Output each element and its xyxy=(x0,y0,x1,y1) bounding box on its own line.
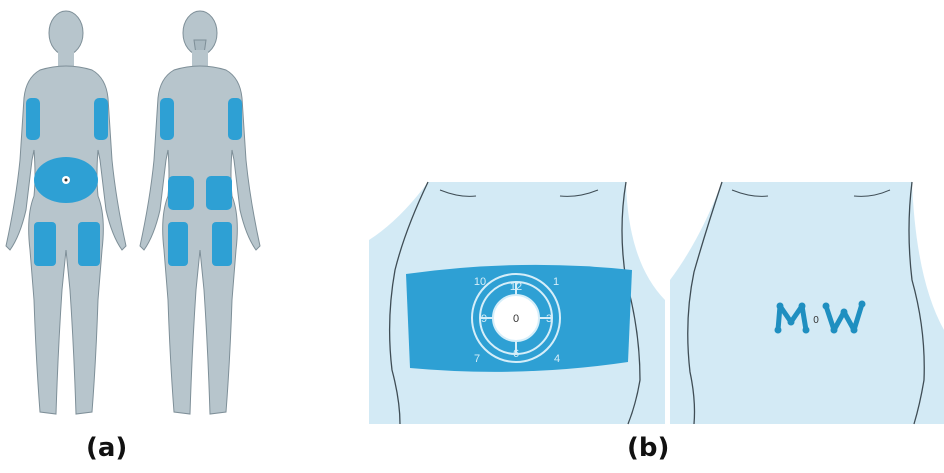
site-back-thigh-right xyxy=(168,222,188,266)
clock-tick-6: 6 xyxy=(513,348,519,360)
site-buttock-right xyxy=(168,176,194,210)
site-buttock-left xyxy=(206,176,232,210)
site-back-arm-right xyxy=(160,98,174,140)
clock-tick-12: 12 xyxy=(510,281,522,293)
clock-tick-10: 10 xyxy=(474,276,486,288)
caption-a: (a) xyxy=(86,433,127,463)
clock-tick-1: 1 xyxy=(553,276,559,288)
site-upper-arm-left xyxy=(94,98,108,140)
site-back-thigh-left xyxy=(212,222,232,266)
clock-tick-7: 7 xyxy=(474,353,480,365)
caption-b: (b) xyxy=(627,433,669,463)
site-back-arm-left xyxy=(228,98,242,140)
figure-front xyxy=(6,11,126,414)
clock-tick-4: 4 xyxy=(554,353,560,365)
panel-mw-pattern: 0 xyxy=(670,182,944,424)
clock-center-label: 0 xyxy=(513,313,519,325)
site-upper-arm-right xyxy=(26,98,40,140)
mw-center-label: 0 xyxy=(813,315,819,326)
clock-tick-3: 3 xyxy=(546,313,552,325)
site-thigh-right xyxy=(34,222,56,266)
clock-tick-9: 9 xyxy=(481,313,487,325)
panel-clock-rotation: 0 10 12 1 9 3 7 6 4 xyxy=(369,182,665,424)
site-thigh-left xyxy=(78,222,100,266)
figure-back xyxy=(140,11,260,414)
